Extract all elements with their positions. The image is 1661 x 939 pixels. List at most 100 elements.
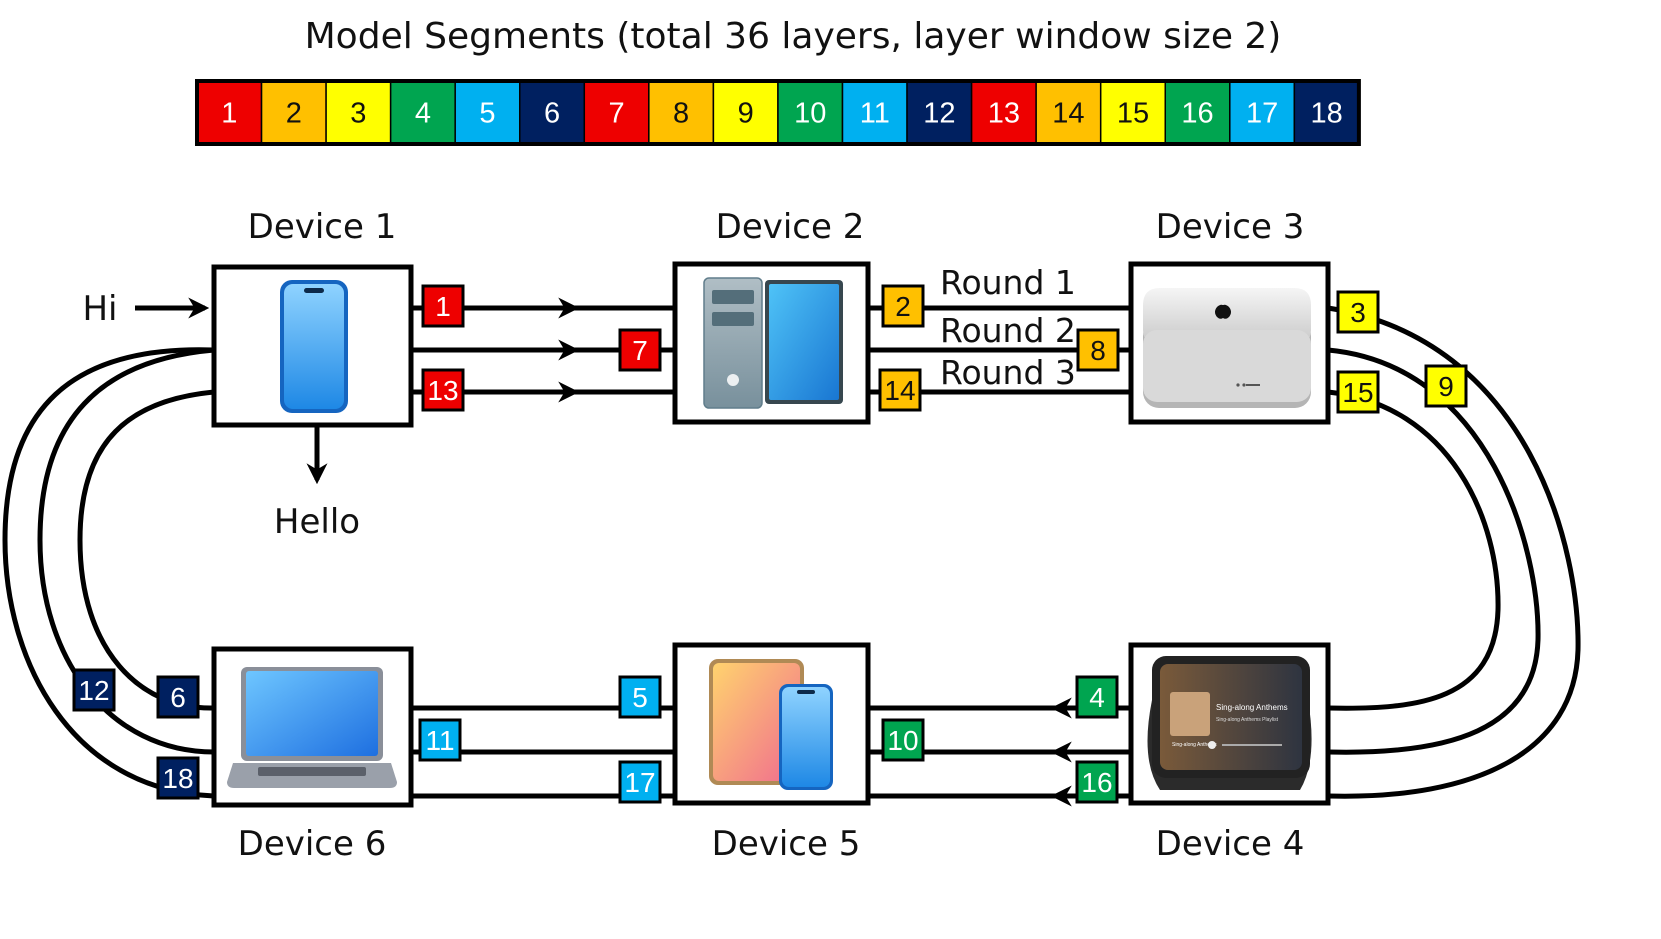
segment-badge-label: 2 [895, 291, 911, 322]
segment-badge-8: 8 [1076, 328, 1120, 372]
diagram-title: Model Segments (total 36 layers, layer w… [305, 16, 1282, 57]
segment-label: 7 [609, 98, 625, 130]
segment-cell-9: 9 [712, 80, 779, 145]
segment-label: 6 [544, 98, 560, 130]
segment-cell-5: 5 [454, 80, 521, 145]
segment-cell-10: 10 [777, 80, 844, 145]
segment-badge-label: 7 [632, 335, 648, 366]
segment-cell-7: 7 [583, 80, 650, 145]
segment-badge-11: 11 [418, 718, 462, 762]
output-label: Hello [274, 502, 360, 542]
segment-label: 15 [1117, 98, 1149, 130]
segment-badge-5: 5 [618, 675, 662, 719]
mac-studio-icon [1143, 288, 1311, 408]
segment-label: 8 [673, 98, 689, 130]
desktop-pc-icon [703, 277, 843, 409]
segment-badge-4: 4 [1075, 675, 1119, 719]
segment-badge-label: 16 [1081, 767, 1112, 798]
segment-label: 12 [923, 98, 955, 130]
smartphone-icon [280, 280, 348, 413]
round-label-1: Round 1 [940, 263, 1076, 302]
segment-badge-13: 13 [421, 368, 465, 412]
smart-display-album: Sing-along Anthems [1172, 742, 1217, 748]
segment-badge-10: 10 [881, 718, 925, 762]
device-3-label: Device 3 [1156, 207, 1305, 247]
segment-cell-12: 12 [906, 80, 973, 145]
segment-badge-label: 11 [425, 725, 454, 756]
segment-cell-16: 16 [1164, 80, 1231, 145]
segment-cell-11: 11 [841, 80, 908, 145]
segment-badge-label: 14 [884, 375, 915, 406]
device-6 [211, 646, 414, 808]
segment-cell-18: 18 [1293, 80, 1360, 145]
segment-label: 10 [794, 98, 826, 130]
device-5 [672, 642, 871, 806]
device-4-label: Device 4 [1156, 824, 1305, 864]
segment-badge-label: 15 [1342, 377, 1373, 408]
segment-cell-14: 14 [1035, 80, 1102, 145]
segment-badge-9: 9 [1424, 364, 1468, 408]
segment-cell-4: 4 [389, 80, 456, 145]
round-label-3: Round 3 [940, 353, 1076, 392]
segment-badge-12: 12 [72, 668, 116, 712]
segment-cell-13: 13 [970, 80, 1037, 145]
device-1-label: Device 1 [248, 207, 397, 247]
segment-cell-1: 1 [196, 80, 263, 145]
segment-label: 13 [988, 98, 1020, 130]
segment-label: 11 [860, 98, 890, 130]
device-6-label: Device 6 [238, 824, 387, 864]
segment-badge-7: 7 [618, 328, 662, 372]
segment-label: 14 [1052, 98, 1084, 130]
segment-cell-17: 17 [1229, 80, 1296, 145]
segment-label: 9 [738, 98, 754, 130]
segment-label: 18 [1310, 98, 1342, 130]
segment-badge-label: 12 [78, 675, 109, 706]
segment-label: 2 [286, 98, 302, 130]
segment-label: 1 [221, 98, 237, 130]
input-label: Hi [82, 289, 117, 329]
segment-badge-1: 1 [421, 284, 465, 328]
segment-badge-label: 5 [632, 682, 648, 713]
segment-badge-18: 18 [156, 756, 200, 800]
smart-display-title: Sing-along Anthems [1216, 703, 1288, 712]
laptop-icon [227, 667, 397, 788]
device-1 [211, 264, 414, 428]
segment-cell-3: 3 [325, 80, 392, 145]
tablet-and-phone-icon [709, 659, 833, 790]
segment-label: 17 [1246, 98, 1278, 130]
segment-badge-label: 13 [427, 375, 458, 406]
segment-badge-15: 15 [1336, 370, 1380, 414]
device-4: Sing-along Anthems Sing-along Anthems Pl… [1128, 642, 1331, 806]
round-label-2: Round 2 [940, 311, 1076, 350]
segment-badge-16: 16 [1075, 760, 1119, 804]
segment-cell-6: 6 [519, 80, 586, 145]
device-2 [672, 261, 871, 425]
segment-badge-label: 3 [1350, 297, 1366, 328]
smart-display-subtitle: Sing-along Anthems Playlist [1216, 717, 1279, 723]
smart-display-icon: Sing-along Anthems Sing-along Anthems Pl… [1147, 656, 1312, 790]
segment-badge-label: 4 [1089, 682, 1105, 713]
segment-badge-3: 3 [1336, 290, 1380, 334]
segment-cell-8: 8 [648, 80, 715, 145]
segment-badge-label: 1 [435, 291, 451, 322]
segment-badge-label: 17 [624, 767, 655, 798]
segment-label: 3 [350, 98, 366, 130]
segment-badge-6: 6 [156, 675, 200, 719]
segment-badge-label: 18 [162, 763, 193, 794]
segment-cell-2: 2 [260, 80, 327, 145]
segment-badge-14: 14 [878, 368, 922, 412]
segment-badge-label: 9 [1438, 371, 1454, 402]
segment-badge-17: 17 [618, 760, 662, 804]
device-2-label: Device 2 [716, 207, 865, 247]
segment-label: 4 [415, 98, 431, 130]
segment-badge-label: 8 [1090, 335, 1106, 366]
segment-badge-label: 6 [170, 682, 186, 713]
segment-badge-2: 2 [881, 284, 925, 328]
device-5-label: Device 5 [712, 824, 861, 864]
segment-cell-15: 15 [1099, 80, 1166, 145]
device-3 [1128, 261, 1331, 425]
segment-label: 16 [1181, 98, 1213, 130]
